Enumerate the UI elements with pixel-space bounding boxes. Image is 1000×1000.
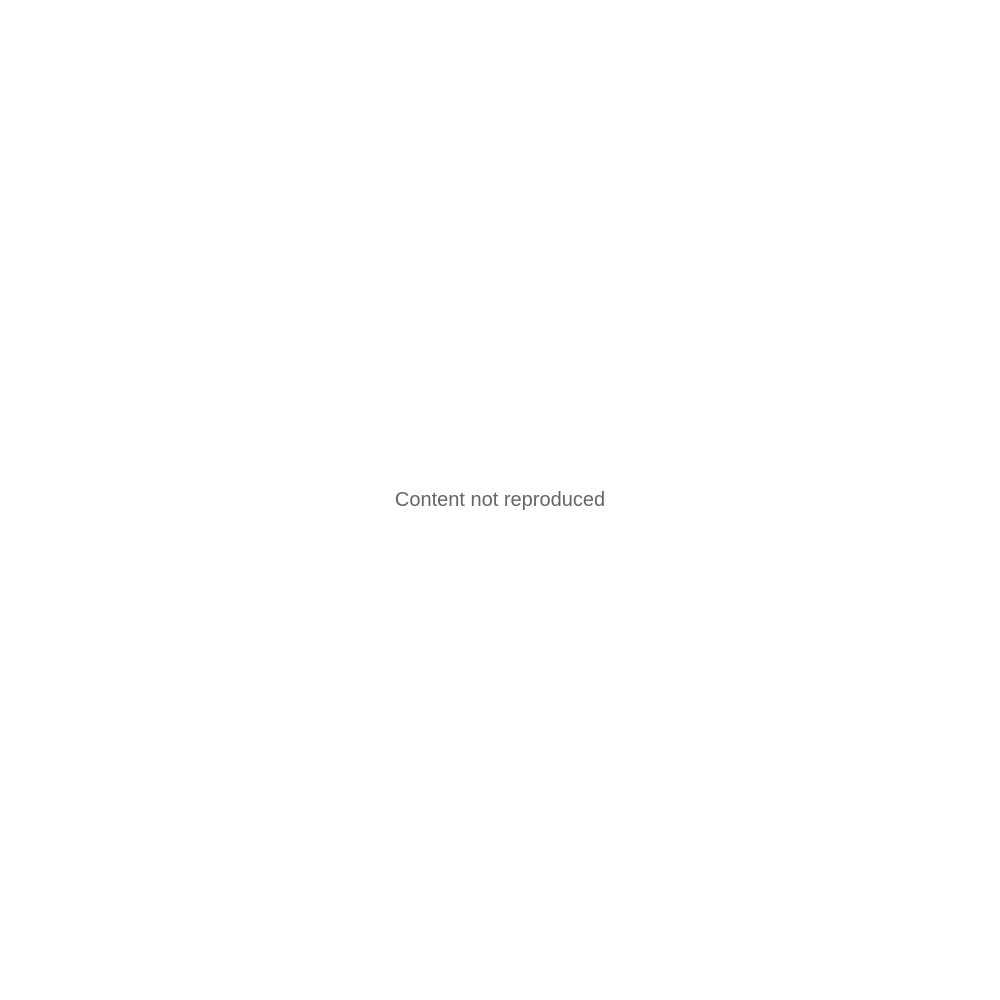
notice-text: Content not reproduced — [394, 488, 606, 511]
